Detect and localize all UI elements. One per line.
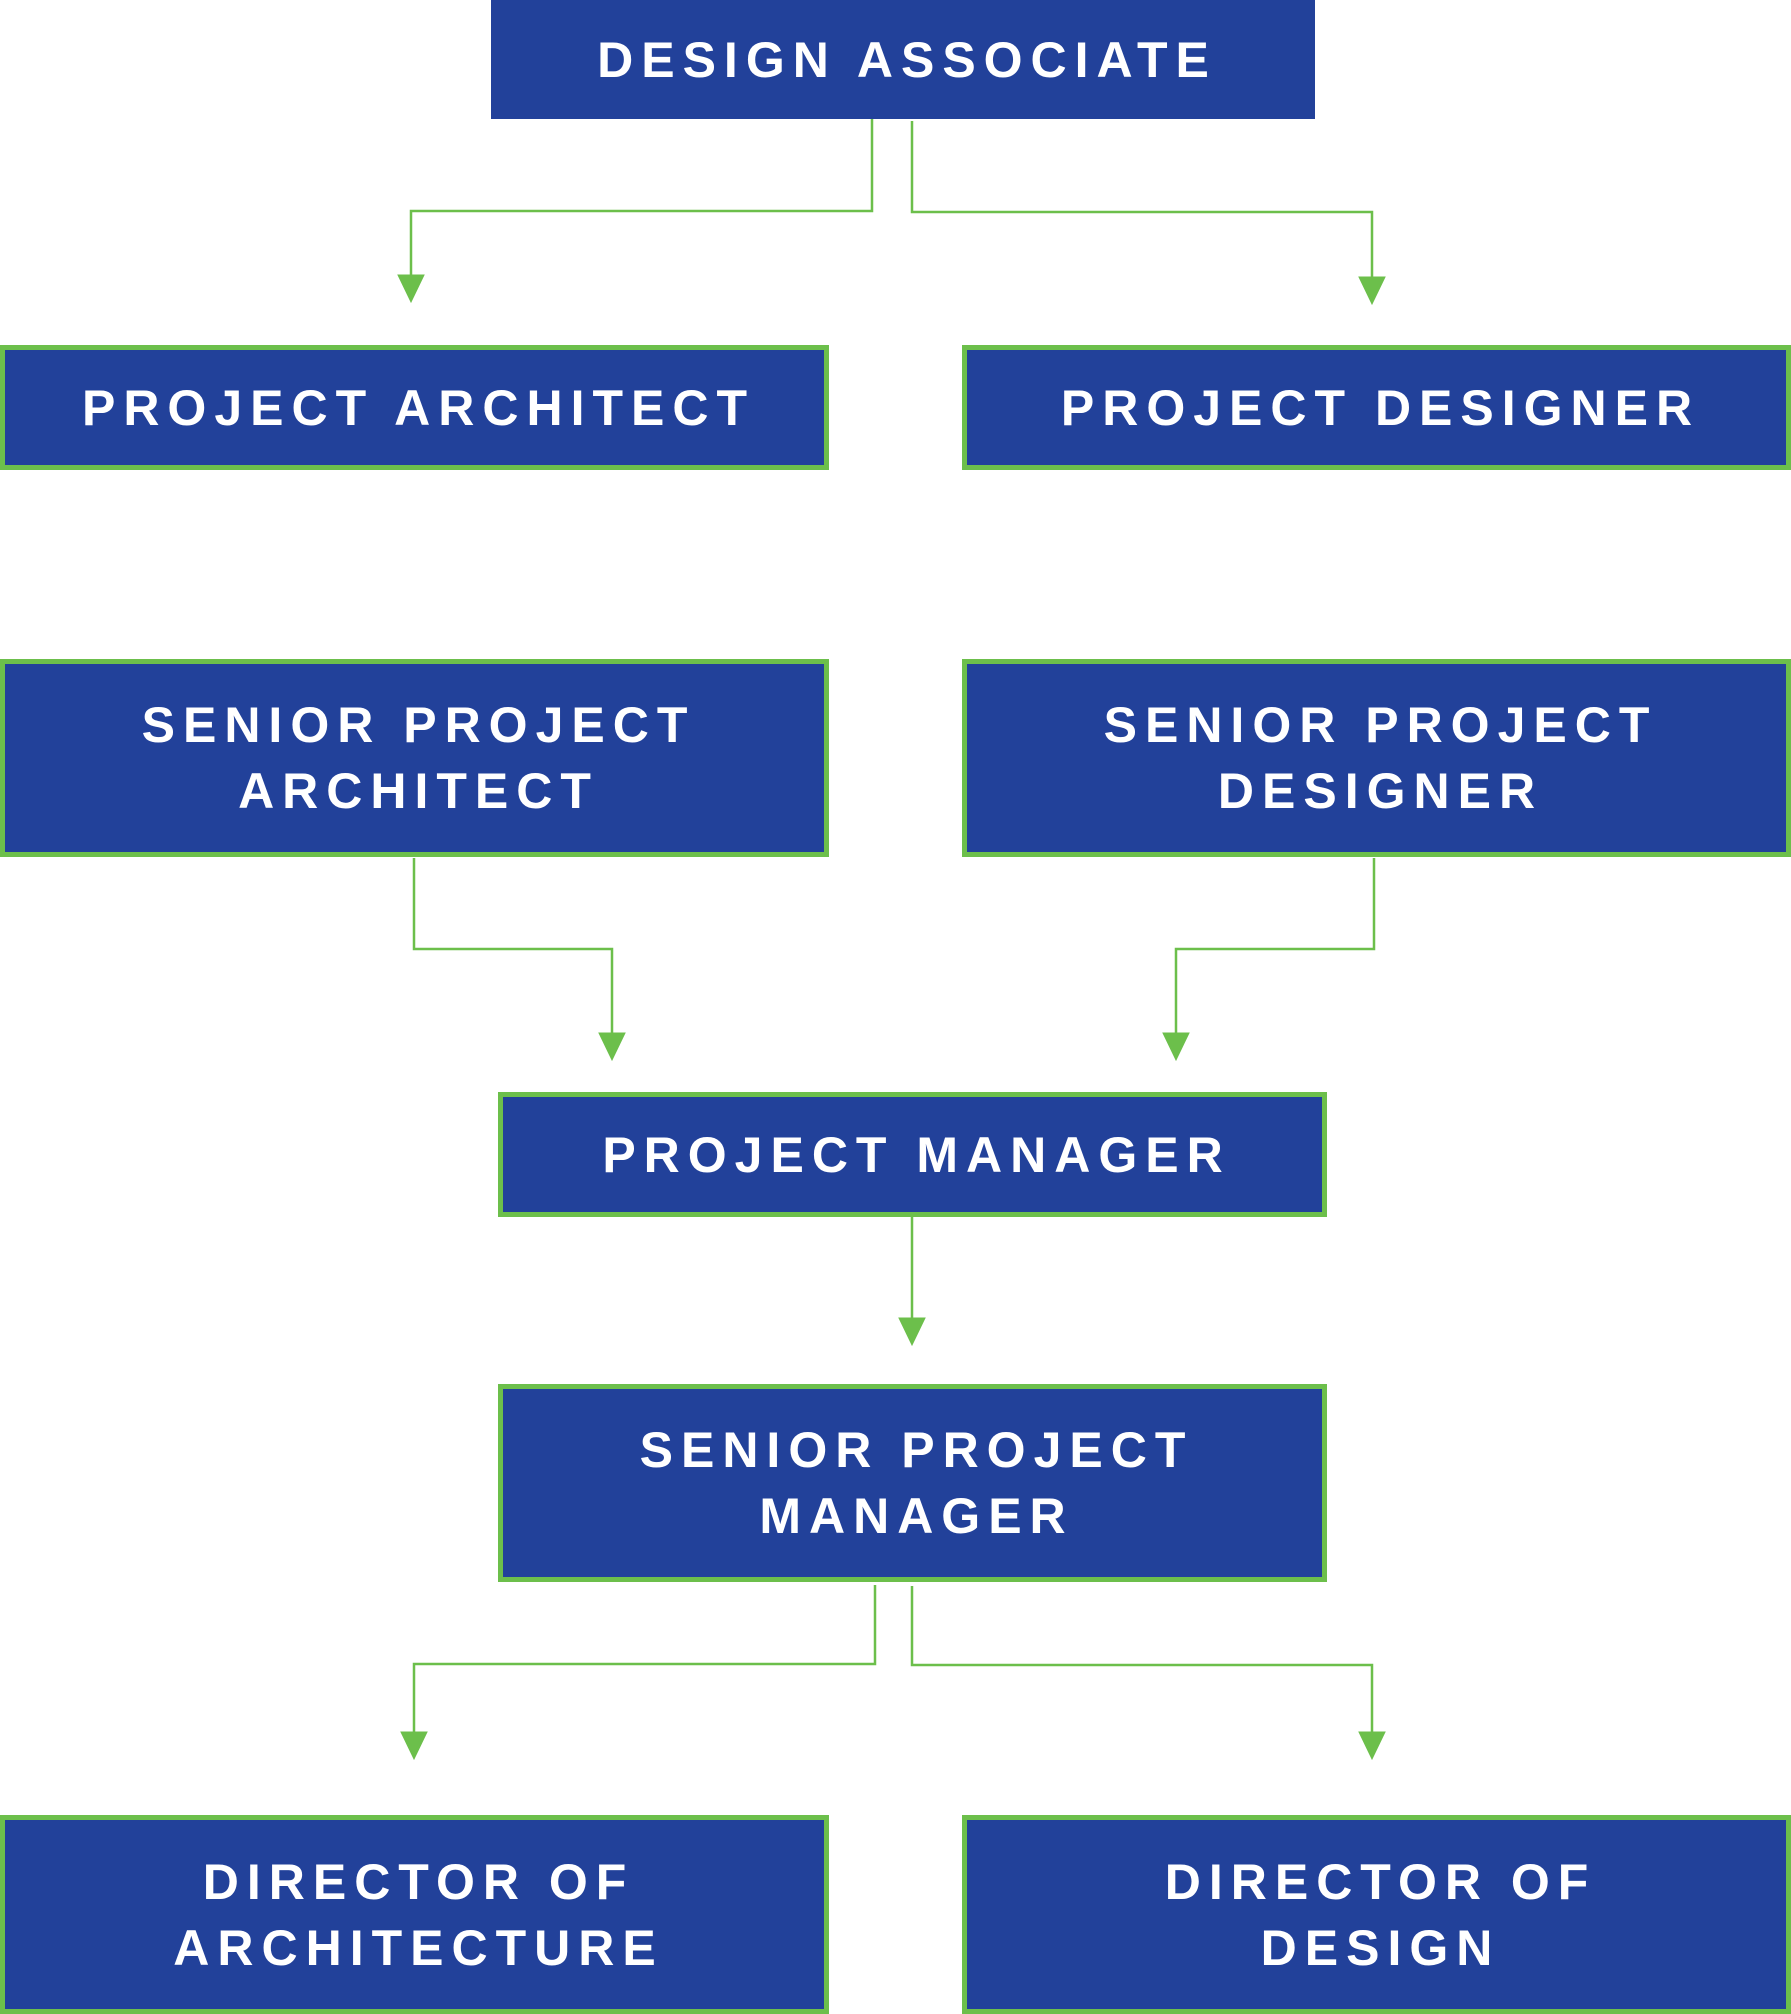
node-senior-project-architect: SENIOR PROJECT ARCHITECT (0, 659, 829, 857)
arrowhead-icon (1162, 1032, 1190, 1062)
node-label: DIRECTOR OF DESIGN (1164, 1853, 1597, 1976)
connector-design-associate-to-project-architect (397, 119, 874, 304)
arrowhead-icon (400, 1731, 428, 1761)
node-design-associate: DESIGN ASSOCIATE (491, 0, 1315, 119)
connector-senior-project-designer-to-project-manager (1162, 858, 1376, 1062)
node-label: PROJECT MANAGER (602, 1126, 1231, 1183)
node-label: SENIOR PROJECT ARCHITECT (141, 697, 696, 819)
connector-senior-project-manager-to-director-of-design (910, 1586, 1386, 1761)
arrowhead-icon (598, 1032, 626, 1062)
node-label: SENIOR PROJECT DESIGNER (1103, 697, 1658, 819)
node-label: DIRECTOR OF ARCHITECTURE (173, 1853, 664, 1976)
node-senior-project-manager: SENIOR PROJECT MANAGER (498, 1384, 1327, 1582)
node-project-architect: PROJECT ARCHITECT (0, 345, 829, 470)
connector-project-manager-to-senior-project-manager (898, 1217, 926, 1347)
arrowhead-icon (1358, 1731, 1386, 1761)
arrowhead-icon (397, 274, 425, 304)
node-director-of-architecture: DIRECTOR OF ARCHITECTURE (0, 1815, 829, 2014)
node-senior-project-designer: SENIOR PROJECT DESIGNER (962, 659, 1791, 857)
node-label: DESIGN ASSOCIATE (597, 31, 1217, 88)
connector-design-associate-to-project-designer (910, 121, 1386, 306)
node-project-designer: PROJECT DESIGNER (962, 345, 1791, 470)
connector-senior-project-architect-to-project-manager (412, 858, 626, 1062)
arrowhead-icon (898, 1317, 926, 1347)
arrowhead-icon (1358, 276, 1386, 306)
node-label: PROJECT ARCHITECT (81, 379, 756, 436)
connector-senior-project-manager-to-director-of-architecture (400, 1585, 877, 1761)
node-project-manager: PROJECT MANAGER (498, 1092, 1327, 1217)
node-director-of-design: DIRECTOR OF DESIGN (962, 1815, 1791, 2014)
node-label: SENIOR PROJECT MANAGER (639, 1422, 1194, 1544)
node-label: PROJECT DESIGNER (1060, 379, 1701, 436)
